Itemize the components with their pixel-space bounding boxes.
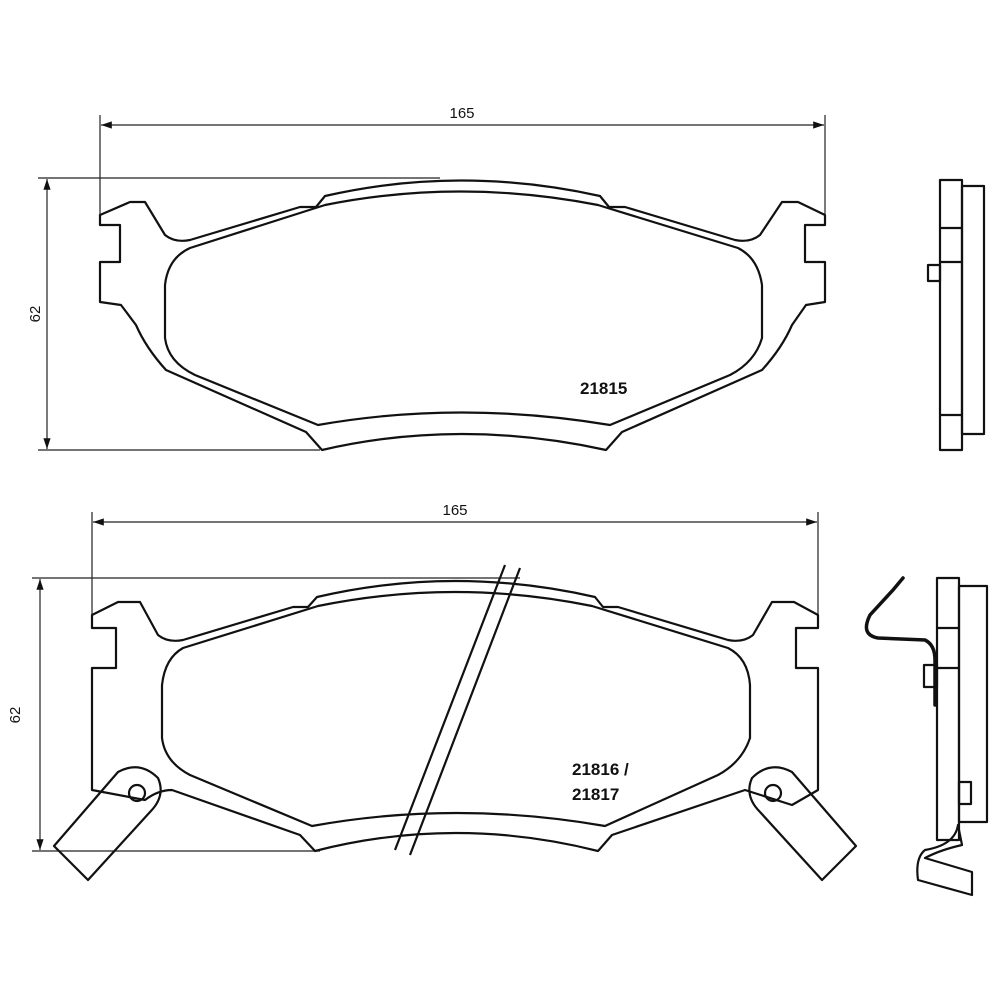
- width-dimension: 165: [449, 105, 474, 122]
- clip-tab: [957, 780, 973, 806]
- spring-clip: [916, 823, 974, 897]
- break-line: [393, 564, 522, 856]
- friction-material-outline: [160, 590, 752, 828]
- friction-material-outline: [163, 190, 764, 427]
- part-number-line2: 21817: [572, 785, 619, 804]
- part-number: 21815: [580, 379, 627, 398]
- top-pad-side-view: [926, 178, 986, 452]
- width-dimension: 165: [442, 502, 467, 519]
- right-wear-sensor-tab: [748, 766, 858, 882]
- friction-side: [960, 184, 986, 436]
- height-dimension: 62: [27, 306, 44, 323]
- backing-plate-outline: [90, 579, 820, 853]
- backing-plate-outline: [98, 179, 827, 452]
- clip-tab: [922, 663, 939, 689]
- friction-side: [957, 584, 989, 824]
- part-number-line1: 21816 /: [572, 760, 629, 779]
- wear-indicator-wire: [864, 576, 937, 707]
- backing-plate-side: [935, 576, 961, 842]
- backing-plate-side: [938, 178, 964, 452]
- top-pad-front-view: 165 62 21815: [27, 105, 827, 452]
- left-wear-sensor-tab: [52, 766, 162, 882]
- bottom-pad-front-view: 165 62 21816 / 21817: [7, 502, 858, 882]
- height-dimension: 62: [7, 707, 24, 724]
- bottom-pad-side-view: [864, 576, 989, 897]
- clip-tab: [926, 263, 942, 283]
